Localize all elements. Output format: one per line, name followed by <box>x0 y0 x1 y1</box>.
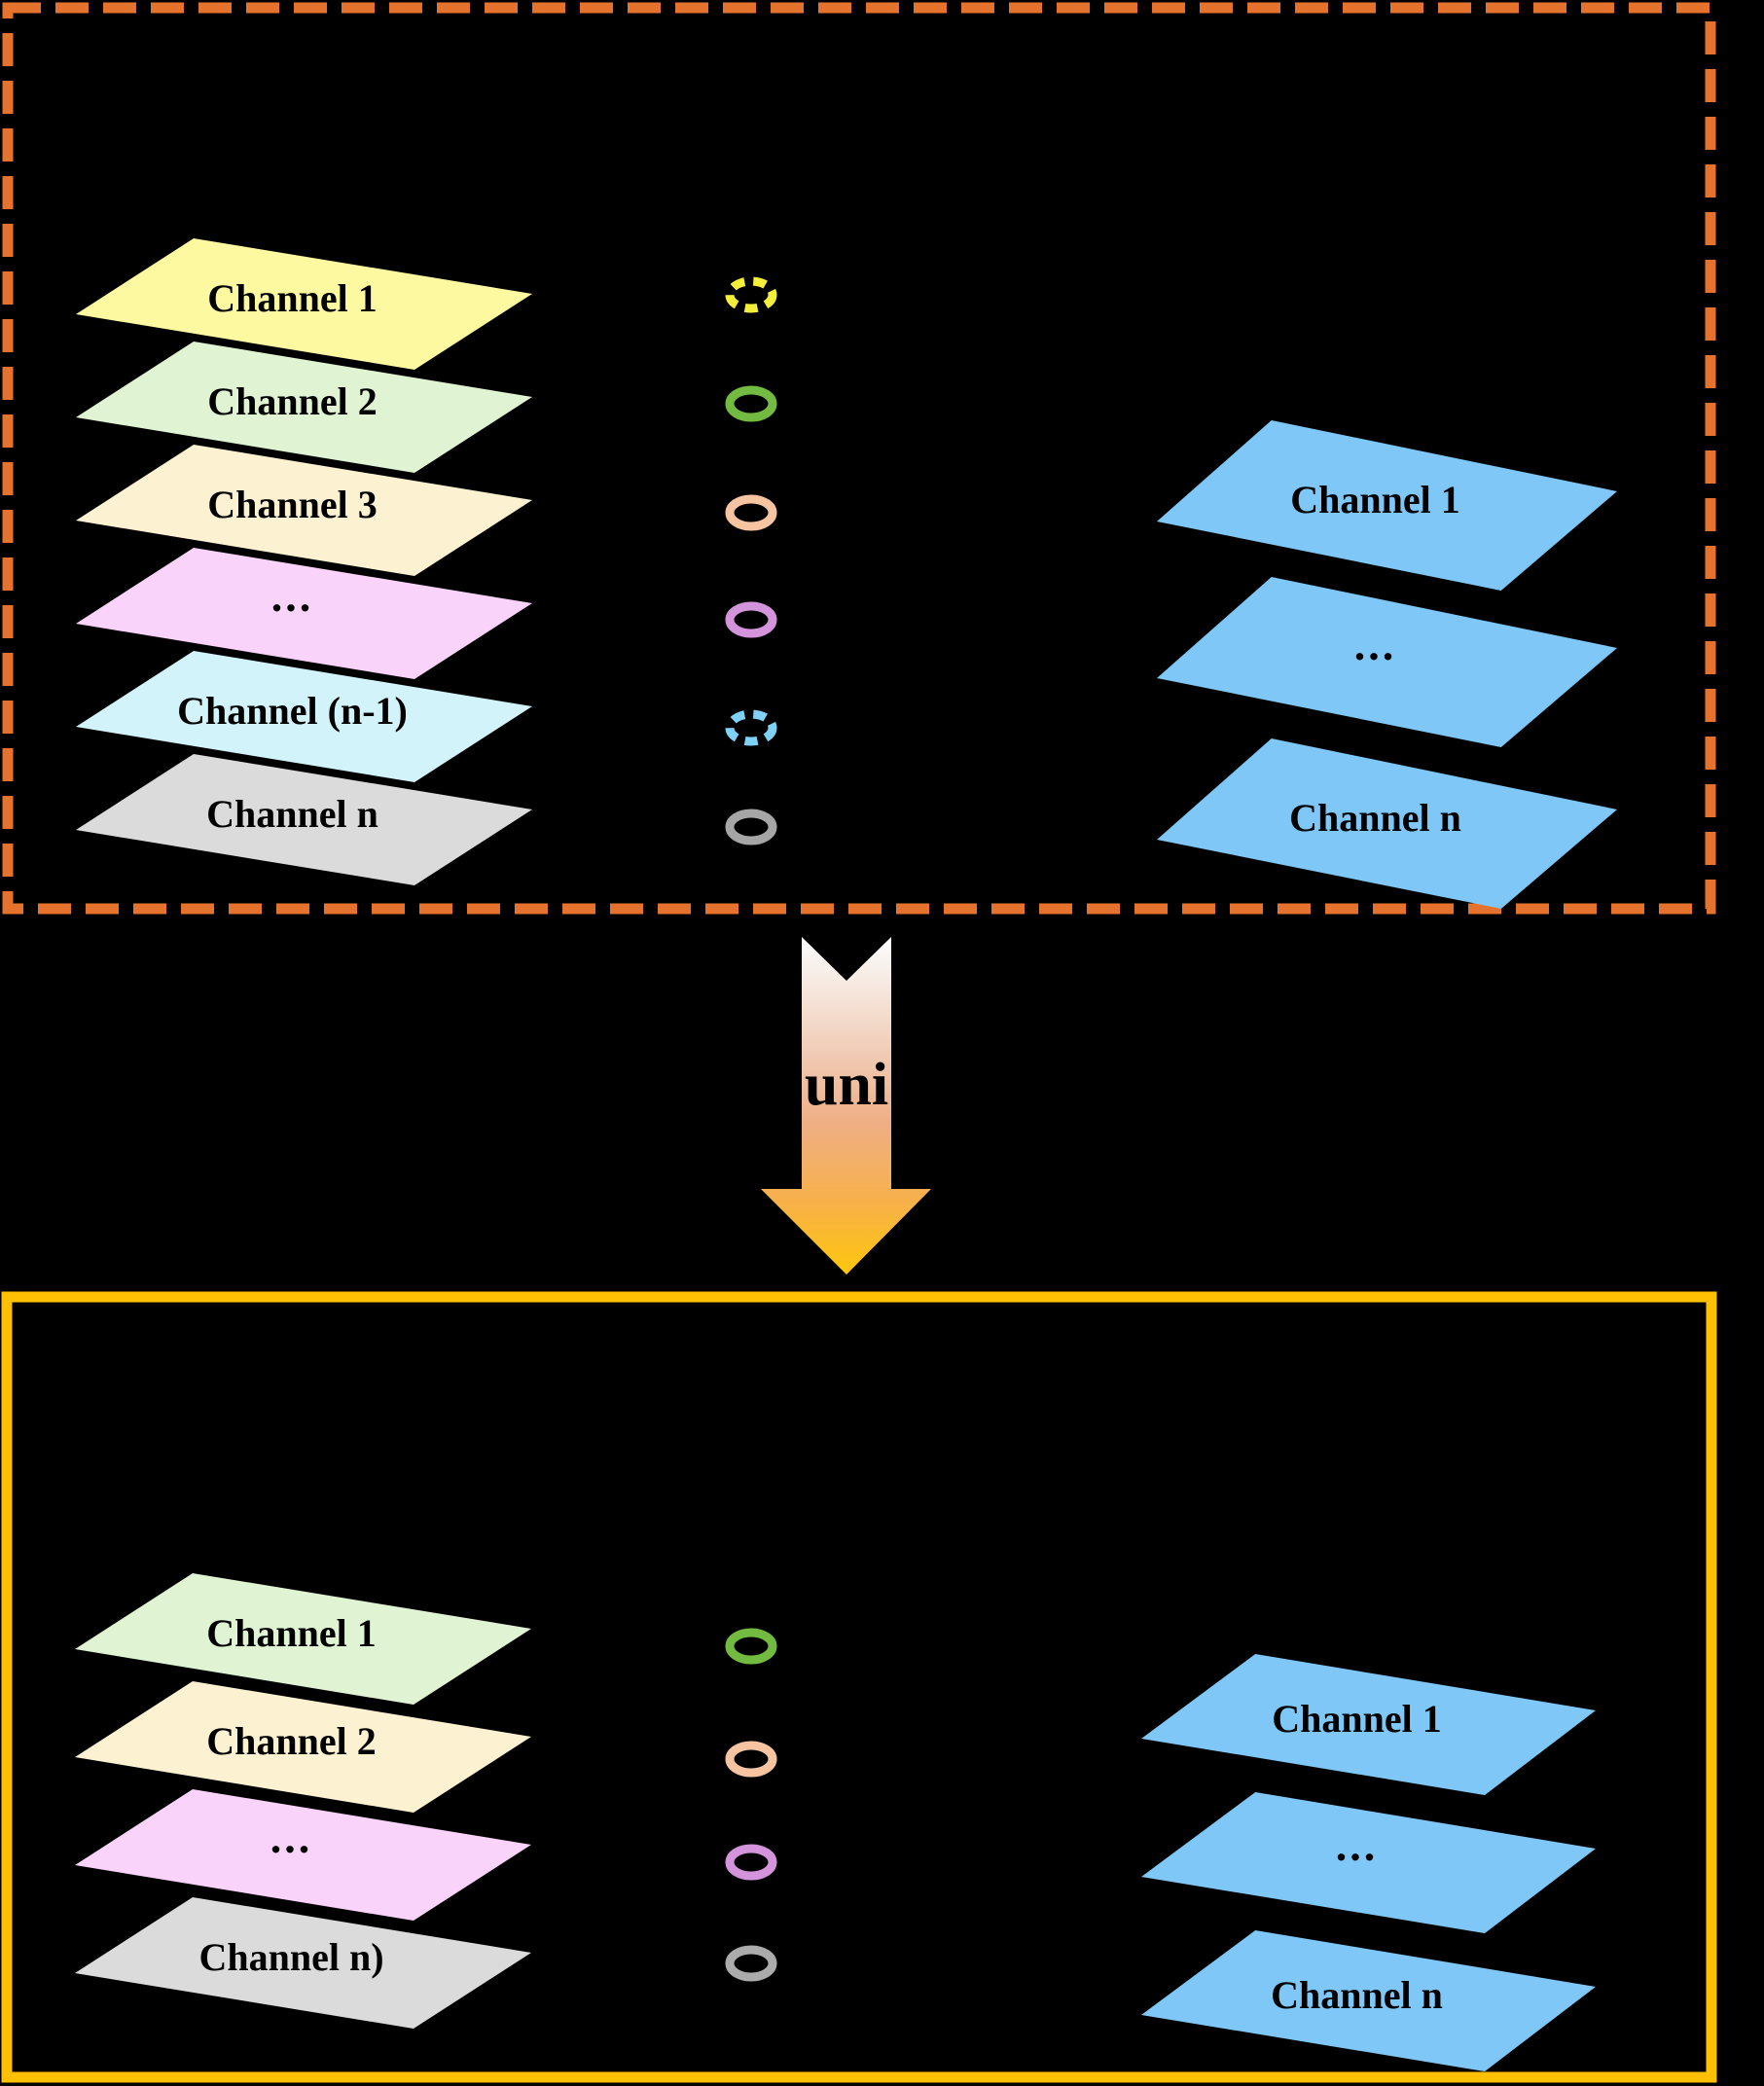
ring-top-channel-n-icon <box>725 809 777 845</box>
ring-top-channel-n1-icon <box>725 709 777 746</box>
channel-sheet-label: Channel 1 <box>206 1611 377 1655</box>
channel-sheet-label: Channel 1 <box>207 276 378 320</box>
channel-sheet-label: Channel n <box>206 792 378 836</box>
channel-sheet-label: Channel 2 <box>206 1719 377 1763</box>
ring-top-channel-2-icon <box>725 385 777 422</box>
ellipsis-label: ... <box>1353 620 1397 669</box>
pruning-arrow-label: uni <box>804 1052 889 1118</box>
channel-sheet-label: Channel (n-1) <box>177 689 408 733</box>
channel-sheet-label: Channel n) <box>198 1935 384 1979</box>
ring-bottom-ellipsis-icon <box>725 1844 777 1881</box>
ring-bottom-channel-1-icon <box>725 1628 777 1665</box>
ring-top-channel-1-icon <box>725 276 777 313</box>
channel-sheet-label: Channel 3 <box>207 483 378 526</box>
channel-sheet-label: Channel n <box>1289 796 1461 840</box>
channel-sheet-label: Channel 2 <box>207 379 378 423</box>
channel-sheet-label: Channel 1 <box>1272 1697 1442 1741</box>
channel-sheet-label: Channel 1 <box>1290 478 1460 522</box>
after-pruning-box-border <box>1 1291 1717 2083</box>
channel-sheet-label: Channel n <box>1271 1973 1443 2017</box>
ring-top-channel-3-icon <box>725 494 777 531</box>
ring-bottom-channel-n-icon <box>725 1945 777 1982</box>
ellipsis-label: ... <box>1335 1820 1379 1870</box>
before-pruning-box-border <box>2 2 1716 915</box>
ellipsis-label: ... <box>270 1813 313 1862</box>
pruning-arrow <box>761 937 931 1275</box>
ring-bottom-channel-2-icon <box>725 1741 777 1778</box>
ellipsis-label: ... <box>270 571 314 621</box>
ring-top-ellipsis-icon <box>725 601 777 638</box>
